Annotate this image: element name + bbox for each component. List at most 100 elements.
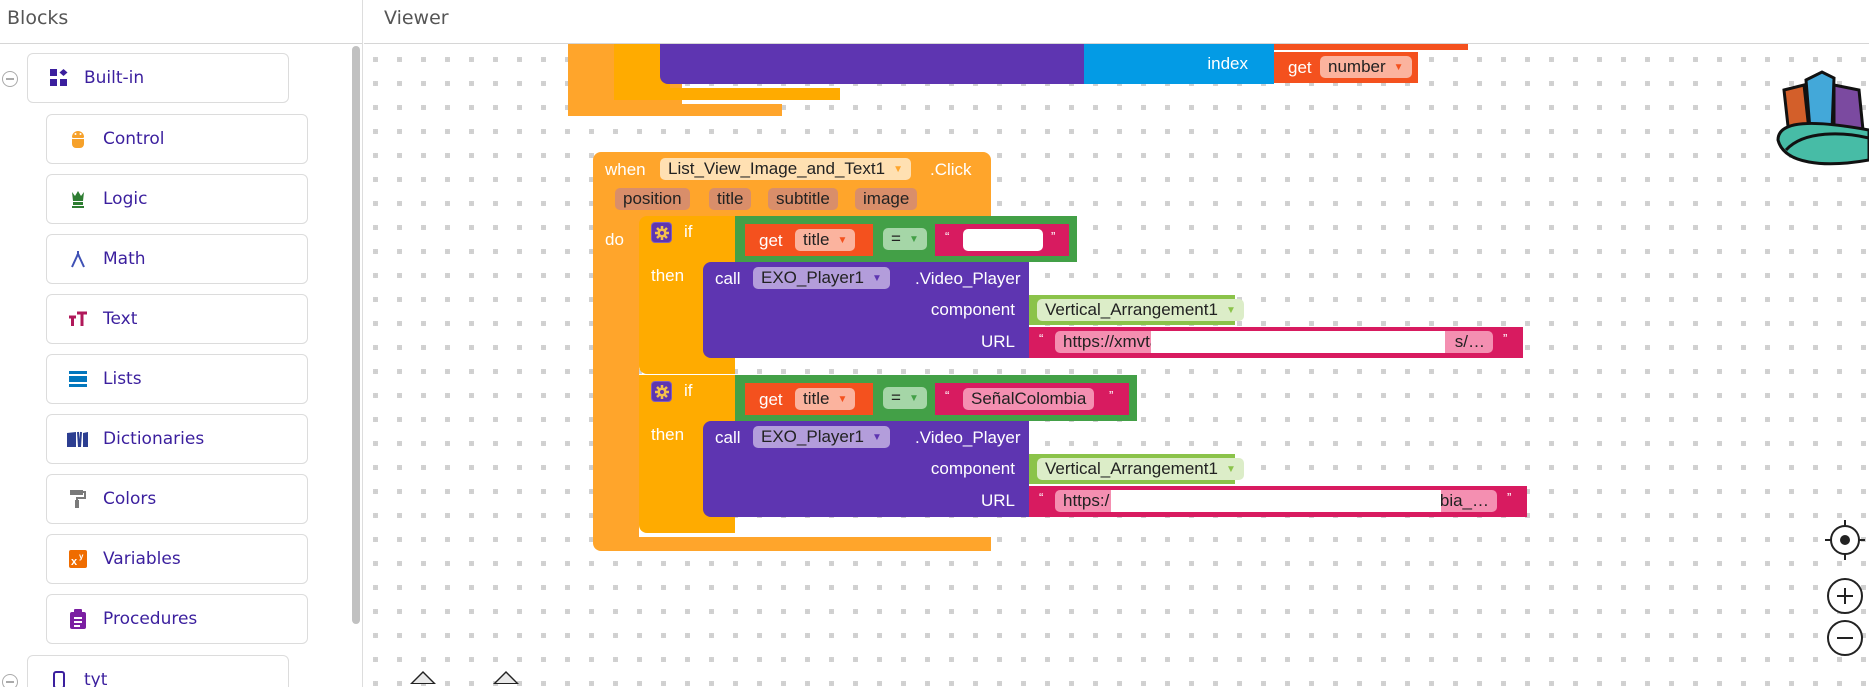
tree-item-control[interactable]: Control [46, 114, 308, 164]
compare-block-2[interactable]: get title▼ =▼ “ SeñalColombia ” [735, 375, 1137, 421]
text-value[interactable]: SeñalColombia [963, 388, 1095, 410]
arg-url-label: URL [980, 491, 1015, 510]
tree-item-logic[interactable]: Logic [46, 174, 308, 224]
minus-icon [1837, 637, 1853, 639]
text-value[interactable] [963, 229, 1043, 251]
mutator-gear-icon[interactable] [651, 222, 672, 243]
url-value[interactable]: https:/ bia_… [1055, 490, 1497, 512]
tree-item-text[interactable]: Text [46, 294, 308, 344]
method-label: .Video_Player [915, 428, 1021, 447]
index-label: index [1207, 54, 1248, 73]
get-title-block[interactable]: get title▼ [745, 383, 873, 415]
arg-url-label: URL [980, 332, 1015, 351]
call-label: call [715, 269, 741, 288]
tree-item-screen[interactable]: tyt [27, 655, 289, 687]
warning-indicator-icon[interactable] [410, 671, 436, 684]
variable-dropdown[interactable]: title▼ [795, 229, 856, 251]
get-number-block[interactable]: get number▼ [1274, 52, 1418, 83]
param-position[interactable]: position [615, 188, 690, 210]
backpack-icon[interactable] [1774, 60, 1869, 170]
mutator-gear-icon[interactable] [651, 381, 672, 402]
viewer-panel-title: Viewer [364, 0, 1869, 44]
component-dropdown[interactable]: Vertical_Arrangement1▼ [1037, 299, 1244, 321]
crosshair-icon [1840, 535, 1850, 545]
error-indicator-icon[interactable] [493, 671, 519, 684]
tree-item-math[interactable]: Math [46, 234, 308, 284]
then-label: then [651, 266, 685, 285]
call-label: call [715, 428, 741, 447]
param-subtitle[interactable]: subtitle [768, 188, 838, 210]
param-image[interactable]: image [855, 188, 918, 210]
collapse-screen-toggle[interactable] [2, 674, 18, 687]
tree-item-label: Lists [103, 369, 142, 389]
tree-item-label: Dictionaries [103, 429, 205, 449]
component-block-1[interactable]: Vertical_Arrangement1▼ [1029, 295, 1244, 325]
tree-item-label: Variables [103, 549, 181, 569]
param-title[interactable]: title [709, 188, 752, 210]
do-label: do [605, 230, 624, 249]
text-icon [67, 308, 89, 330]
operator-dropdown[interactable]: =▼ [883, 387, 927, 409]
if-label: if [684, 222, 693, 241]
call-video-player-block-2[interactable]: call EXO_Player1▼ .Video_Player componen… [703, 421, 1029, 517]
tree-item-procedures[interactable]: Procedures [46, 594, 308, 644]
component-dropdown[interactable]: Vertical_Arrangement1▼ [1037, 458, 1244, 480]
component-dropdown[interactable]: List_View_Image_and_Text1▼ [660, 158, 911, 180]
tree-item-label: Logic [103, 189, 148, 209]
url-text-block-2[interactable]: “ https:/ bia_… ” [1029, 486, 1527, 517]
variable-dropdown[interactable]: number▼ [1320, 56, 1412, 78]
arg-component-label: component [930, 300, 1015, 319]
event-name-label: .Click [930, 160, 972, 179]
method-label: .Video_Player [915, 269, 1021, 288]
blocks-workspace[interactable]: index get number▼ when List_View_Image_a… [364, 0, 1869, 687]
event-block-footer [593, 537, 991, 551]
url-value[interactable]: https://xmvta s/… [1055, 331, 1493, 353]
text-block[interactable]: “ SeñalColombia ” [935, 383, 1129, 415]
when-label: when [605, 160, 646, 179]
component-dropdown[interactable]: EXO_Player1▼ [753, 426, 890, 448]
url-text-block-1[interactable]: “ https://xmvta s/… ” [1029, 327, 1523, 358]
blocks-panel: Blocks Built-in Control Logic Math [0, 0, 363, 687]
math-icon [67, 248, 89, 270]
zoom-out-button[interactable] [1827, 620, 1863, 656]
get-label: get [1288, 58, 1312, 77]
then-label: then [651, 425, 685, 444]
svg-text:y: y [79, 552, 84, 561]
sidebar-scrollbar[interactable] [352, 46, 360, 624]
procedures-icon [67, 608, 89, 630]
compare-block-1[interactable]: get title▼ =▼ “ ” [735, 216, 1077, 262]
zoom-in-button[interactable] [1827, 578, 1863, 614]
partial-list-block[interactable]: index [1084, 44, 1274, 84]
call-video-player-block-1[interactable]: call EXO_Player1▼ .Video_Player componen… [703, 262, 1029, 358]
phone-icon [48, 669, 70, 687]
collapse-builtin-toggle[interactable] [2, 71, 18, 87]
get-label: get [759, 231, 783, 250]
tree-item-dictionaries[interactable]: Dictionaries [46, 414, 308, 464]
component-dropdown[interactable]: EXO_Player1▼ [753, 267, 890, 289]
dictionaries-icon [67, 428, 89, 450]
colors-icon [67, 488, 89, 510]
lists-icon [67, 368, 89, 390]
tree-item-label: Math [103, 249, 146, 269]
blocks-panel-title: Blocks [0, 0, 362, 44]
control-icon [67, 128, 89, 150]
variable-dropdown[interactable]: title▼ [795, 388, 856, 410]
arg-component-label: component [930, 459, 1015, 478]
tree-item-builtin[interactable]: Built-in [27, 53, 289, 103]
get-title-block[interactable]: get title▼ [745, 224, 873, 256]
tree-item-label: Built-in [84, 68, 145, 88]
tree-item-lists[interactable]: Lists [46, 354, 308, 404]
operator-dropdown[interactable]: =▼ [883, 228, 927, 250]
partial-procedure-block[interactable] [660, 44, 1084, 84]
component-block-2[interactable]: Vertical_Arrangement1▼ [1029, 454, 1244, 484]
get-label: get [759, 390, 783, 409]
text-block[interactable]: “ ” [935, 224, 1069, 256]
if-label: if [684, 381, 693, 400]
recenter-button[interactable] [1825, 520, 1865, 560]
builtin-blocks-icon [48, 67, 70, 89]
tree-item-label: Text [103, 309, 138, 329]
tree-item-label: Control [103, 129, 165, 149]
tree-item-colors[interactable]: Colors [46, 474, 308, 524]
